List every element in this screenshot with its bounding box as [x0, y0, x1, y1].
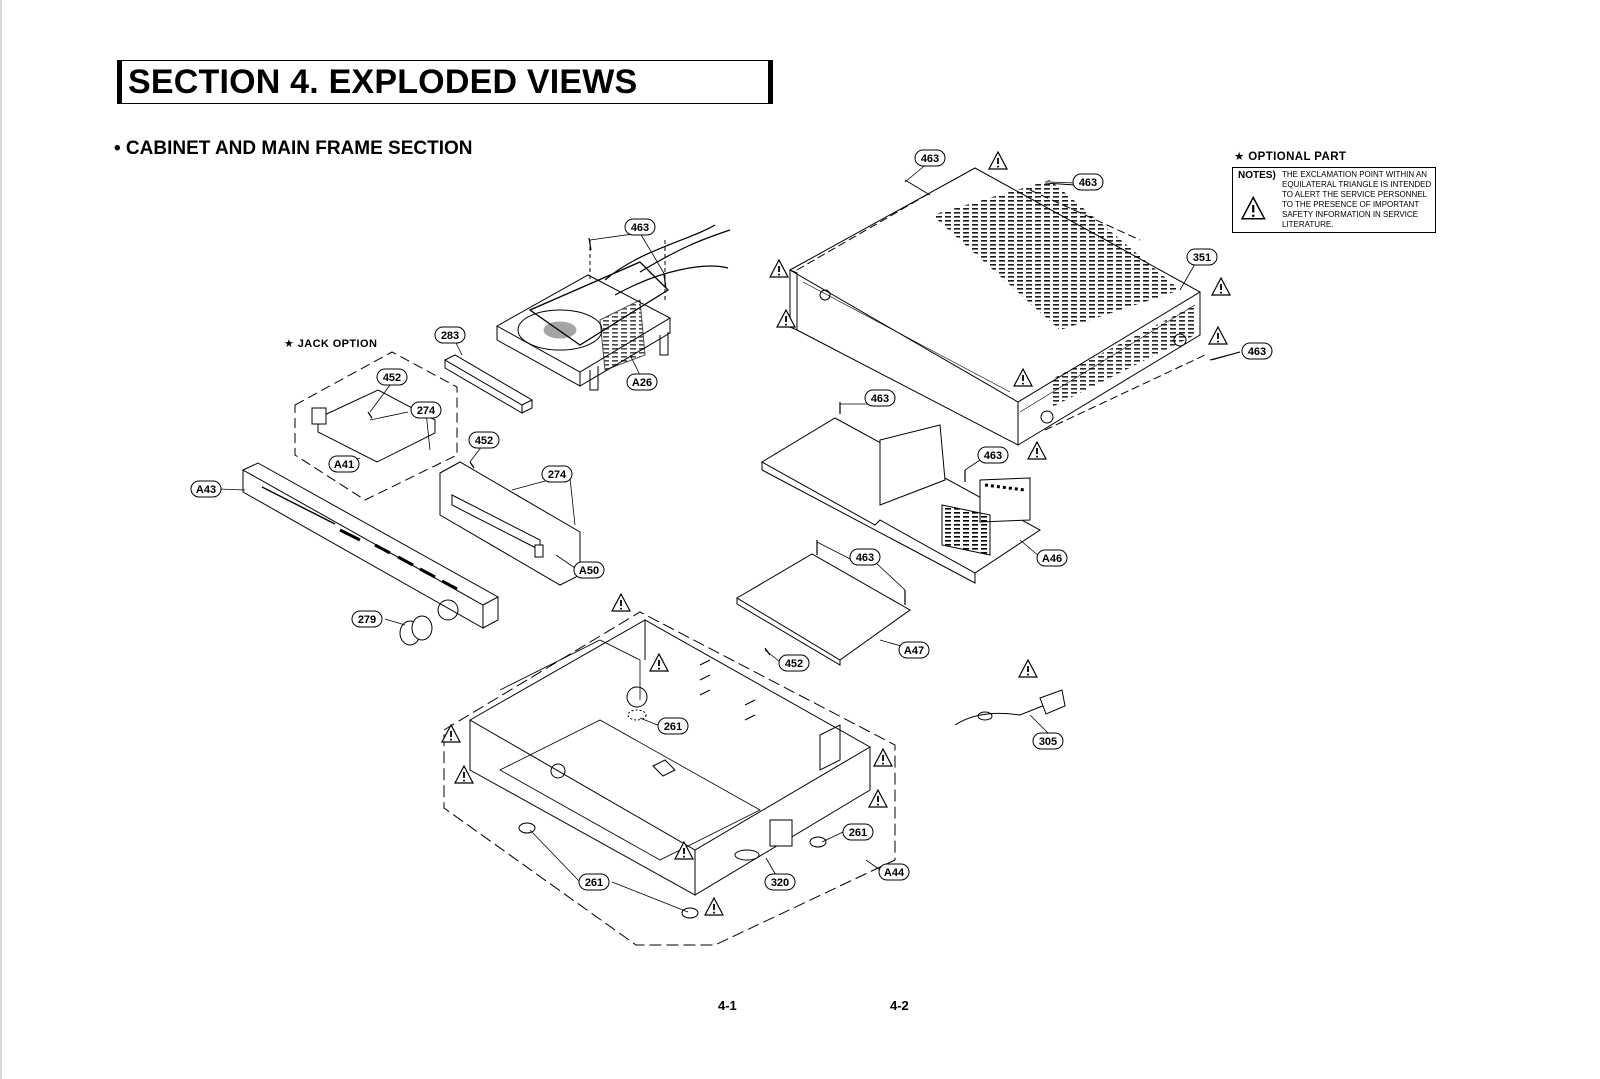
page-title: SECTION 4. EXPLODED VIEWS — [128, 63, 638, 101]
part-callout-452: 452 — [468, 431, 500, 449]
part-callout-279: 279 — [351, 610, 383, 628]
part-callout-463: 463 — [1241, 342, 1273, 360]
svg-text:A47: A47 — [904, 645, 924, 657]
notes-text: THE EXCLAMATION POINT WITHIN AN EQUILATE… — [1282, 170, 1432, 229]
part-callout-261: 261 — [578, 873, 610, 891]
part-callout-274: 274 — [410, 401, 442, 419]
part-callout-A44: A44 — [878, 863, 910, 881]
svg-text:261: 261 — [585, 877, 603, 889]
part-callout-283: 283 — [434, 326, 466, 344]
part-callout-A47: A47 — [898, 641, 930, 659]
notes-label: NOTES) — [1238, 170, 1276, 181]
front-panel — [241, 462, 500, 629]
svg-text:283: 283 — [441, 330, 459, 342]
door-bar — [443, 354, 534, 414]
part-callout-A43: A43 — [190, 480, 222, 498]
svg-text:A26: A26 — [632, 377, 652, 389]
main-board — [761, 417, 1041, 584]
svg-text:463: 463 — [871, 393, 889, 405]
svg-text:463: 463 — [856, 552, 874, 564]
svg-text:261: 261 — [849, 827, 867, 839]
title-frame — [117, 60, 773, 104]
part-callout-463: 463 — [1072, 173, 1104, 191]
jack-option-label: ★ JACK OPTION — [284, 338, 378, 350]
part-callout-A41: A41 — [328, 455, 360, 473]
part-callout-320: 320 — [764, 873, 796, 891]
dvd-loader — [495, 224, 731, 391]
part-callout-261: 261 — [657, 717, 689, 735]
svg-text:452: 452 — [383, 372, 401, 384]
svg-text:A41: A41 — [334, 459, 354, 471]
main-chassis — [443, 611, 896, 946]
part-callout-463: 463 — [864, 389, 896, 407]
section-subtitle: • CABINET AND MAIN FRAME SECTION — [114, 138, 473, 159]
svg-text:452: 452 — [475, 435, 493, 447]
part-callouts: 463463463463463463463351283A26452274A414… — [190, 149, 1273, 891]
svg-text:A44: A44 — [884, 867, 905, 879]
svg-text:320: 320 — [771, 877, 789, 889]
svg-text:274: 274 — [548, 469, 567, 481]
svg-text:463: 463 — [1079, 177, 1097, 189]
part-callout-463: 463 — [624, 218, 656, 236]
part-callout-261: 261 — [842, 823, 874, 841]
part-callout-305: 305 — [1032, 732, 1064, 750]
part-callout-463: 463 — [977, 446, 1009, 464]
svg-text:351: 351 — [1193, 252, 1211, 264]
sub-board — [736, 553, 911, 666]
top-cover — [788, 167, 1241, 446]
svg-text:279: 279 — [358, 614, 376, 626]
svg-text:A46: A46 — [1042, 553, 1062, 565]
svg-text:261: 261 — [664, 721, 682, 733]
power-cord — [954, 689, 1066, 726]
page-number-right: 4-2 — [890, 998, 909, 1013]
page-edge — [0, 0, 2, 1079]
svg-text:463: 463 — [1248, 346, 1266, 358]
svg-text:463: 463 — [921, 153, 939, 165]
notes-box — [1232, 167, 1436, 233]
part-callout-274: 274 — [541, 465, 573, 483]
svg-text:274: 274 — [417, 405, 436, 417]
part-callout-A46: A46 — [1036, 549, 1068, 567]
part-callout-452: 452 — [376, 368, 408, 386]
part-callout-A50: A50 — [573, 561, 605, 579]
svg-text:463: 463 — [631, 222, 649, 234]
part-callout-463: 463 — [849, 548, 881, 566]
jack-option-area — [294, 351, 458, 501]
part-callout-A26: A26 — [626, 373, 658, 391]
svg-text:305: 305 — [1039, 736, 1057, 748]
part-callout-452: 452 — [778, 654, 810, 672]
svg-text:A50: A50 — [579, 565, 599, 577]
svg-text:452: 452 — [785, 658, 803, 670]
svg-text:463: 463 — [984, 450, 1002, 462]
optional-part-label: ★ OPTIONAL PART — [1234, 151, 1347, 163]
part-callout-463: 463 — [914, 149, 946, 167]
svg-text:A43: A43 — [196, 484, 216, 496]
page-number-left: 4-1 — [718, 998, 737, 1013]
volume-knob — [399, 615, 433, 646]
part-callout-351: 351 — [1186, 248, 1218, 266]
